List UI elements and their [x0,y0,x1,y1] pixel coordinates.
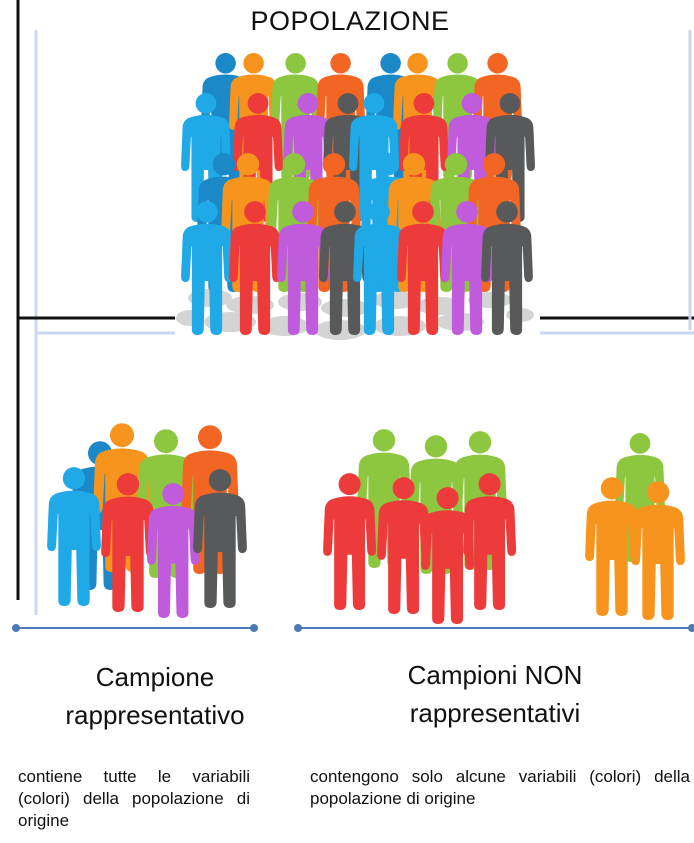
non-representative-sample-orange-green [585,433,685,620]
non-representative-label: Campioni NON rappresentativi [360,656,630,732]
separator-dot [294,624,302,632]
frame-lines [16,0,694,615]
population-title: POPOLAZIONE [250,6,450,36]
sample-separators [12,624,694,632]
separator-dot [688,624,694,632]
population-crowd [176,53,535,340]
crowd-shadow [321,299,369,317]
separator-dot [250,624,258,632]
representative-description: contiene tutte le variabili (colori) del… [18,767,250,830]
representative-label-line1: Campione [95,662,215,692]
representative-label: Campione rappresentativo [40,658,270,734]
non-representative-sample-red-green [323,429,517,624]
representative-label-line2: rappresentativo [65,700,245,730]
non-representative-label-line2: rappresentativi [409,698,581,728]
non-representative-label-line1: Campioni NON [407,660,583,690]
separator-dot [12,624,20,632]
non-representative-description: contengono solo alcune variabili (colori… [310,767,690,808]
red-person-icon [323,473,377,610]
representative-sample-group [47,423,247,618]
